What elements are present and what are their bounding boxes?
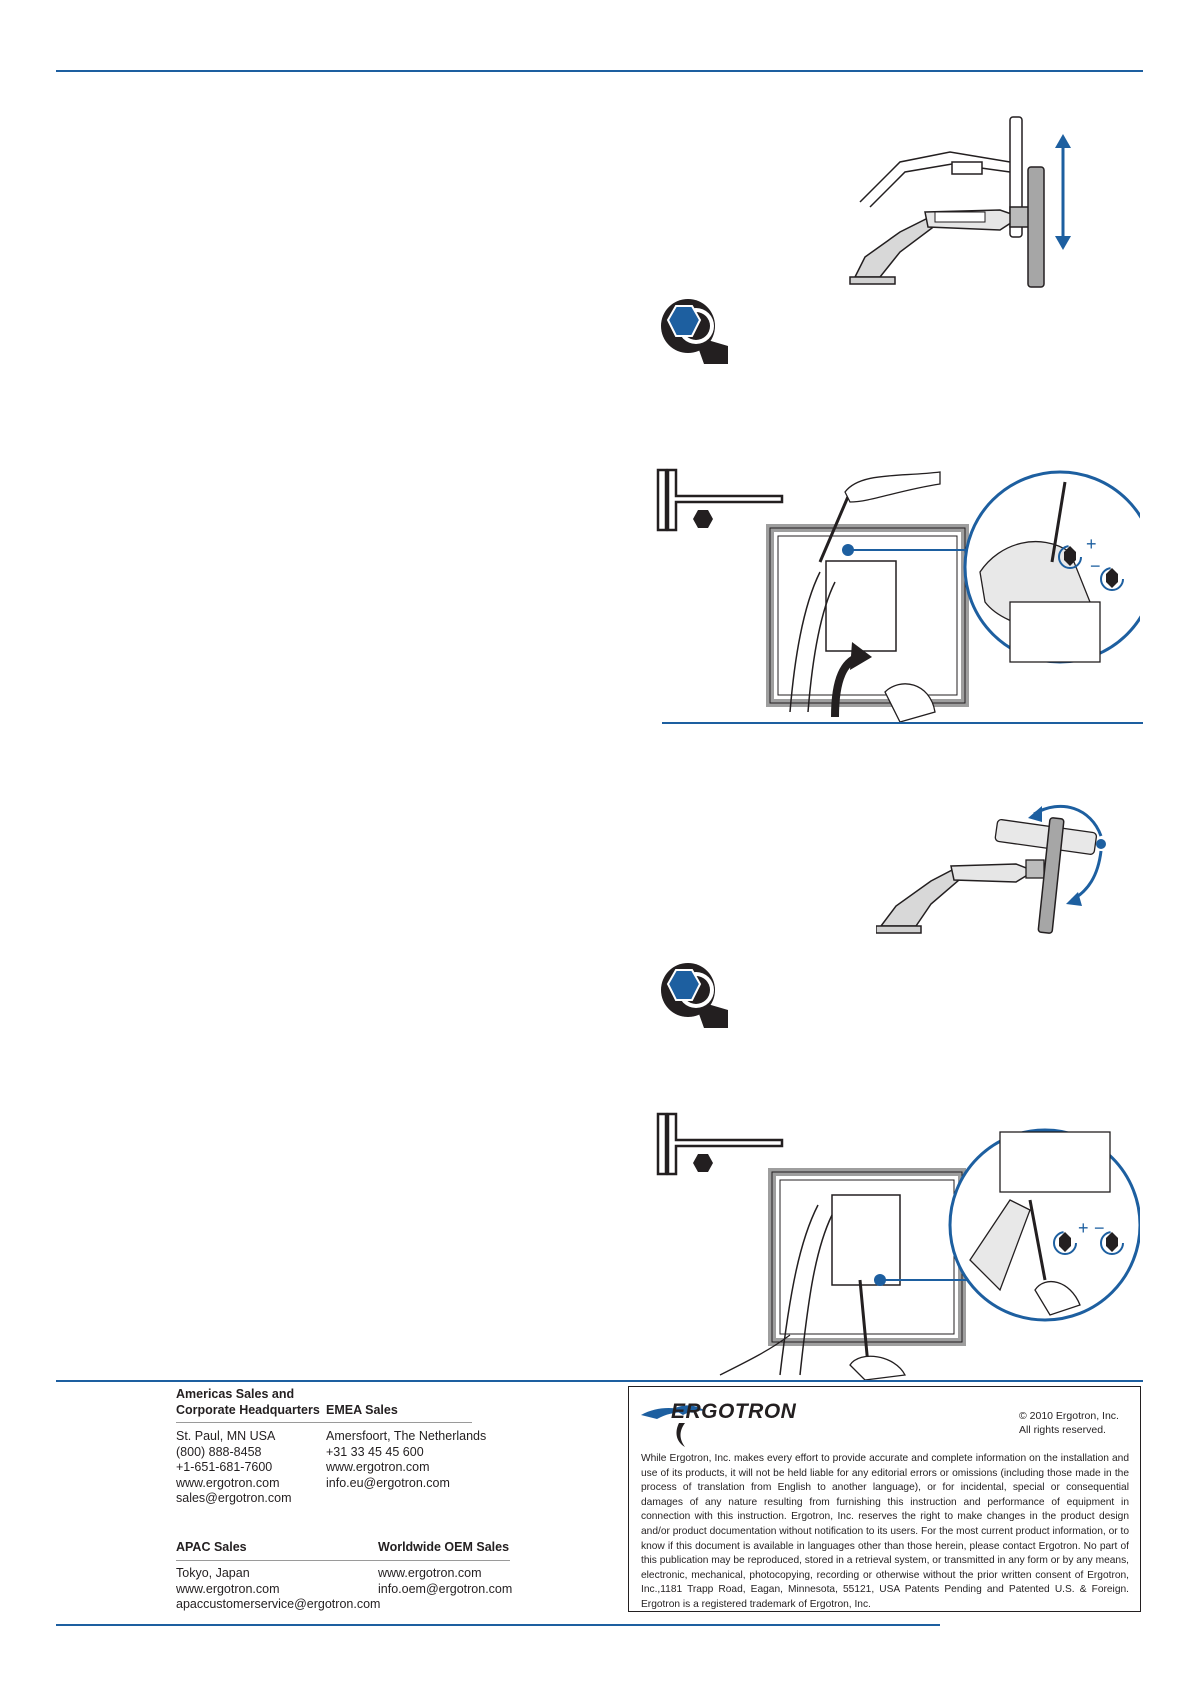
legal-notice-box: ERGOTRON © 2010 Ergotron, Inc. All right… xyxy=(628,1386,1141,1612)
americas-details: St. Paul, MN USA (800) 888-8458 +1-651-6… xyxy=(176,1429,292,1507)
emea-line: Amersfoort, The Netherlands xyxy=(326,1429,487,1443)
americas-sales-block: Americas Sales and Corporate Headquarter… xyxy=(176,1387,320,1418)
legal-disclaimer: While Ergotron, Inc. makes every effort … xyxy=(641,1453,1129,1610)
copyright-line: All rights reserved. xyxy=(1019,1424,1106,1436)
apac-sales-heading-block: APAC Sales xyxy=(176,1540,247,1556)
svg-text:+: + xyxy=(1078,1218,1089,1238)
emea-line: +31 33 45 45 600 xyxy=(326,1444,424,1459)
copyright-notice: © 2010 Ergotron, Inc. All rights reserve… xyxy=(1019,1409,1119,1437)
emea-line[interactable]: info.eu@ergotron.com xyxy=(326,1475,450,1490)
hex-key-icon xyxy=(656,1112,784,1176)
tilt-diagram xyxy=(876,804,1106,934)
emea-details: Amersfoort, The Netherlands +31 33 45 45… xyxy=(326,1429,486,1491)
tension-adjust-diagram: + − xyxy=(719,1128,1140,1380)
americas-heading-2: Corporate Headquarters xyxy=(176,1402,320,1417)
ergotron-wordmark: ERGOTRON xyxy=(671,1400,797,1423)
bottom-rule xyxy=(56,1624,940,1626)
apac-line[interactable]: www.ergotron.com xyxy=(176,1581,280,1596)
apac-heading: APAC Sales xyxy=(176,1540,247,1554)
wrench-icon xyxy=(661,963,728,1028)
americas-line[interactable]: www.ergotron.com xyxy=(176,1475,280,1490)
apac-details: Tokyo, Japan www.ergotron.com apaccustom… xyxy=(176,1566,380,1613)
monitor-lift-diagram xyxy=(849,116,1071,288)
apac-line[interactable]: apaccustomerservice@ergotron.com xyxy=(176,1597,381,1612)
svg-text:−: − xyxy=(1090,556,1101,576)
americas-heading-1: Americas Sales and xyxy=(176,1387,295,1401)
contact-divider xyxy=(176,1422,472,1423)
emea-sales-heading-block: EMEA Sales xyxy=(326,1403,398,1419)
oem-line[interactable]: info.oem@ergotron.com xyxy=(378,1581,513,1596)
ergotron-logo xyxy=(641,1405,705,1447)
tension-adjust-diagram: + − xyxy=(766,470,1140,722)
oem-details: www.ergotron.com info.oem@ergotron.com xyxy=(378,1566,512,1597)
emea-heading: EMEA Sales xyxy=(326,1403,398,1417)
apac-line: Tokyo, Japan xyxy=(176,1566,250,1580)
oem-sales-heading-block: Worldwide OEM Sales xyxy=(378,1540,509,1556)
hex-key-icon xyxy=(656,468,784,532)
wrench-icon xyxy=(661,299,728,364)
svg-text:+: + xyxy=(1086,534,1097,554)
footer-rule xyxy=(56,1380,1143,1382)
oem-line[interactable]: www.ergotron.com xyxy=(378,1566,482,1580)
section-rule xyxy=(662,722,1143,724)
americas-line[interactable]: sales@ergotron.com xyxy=(176,1491,292,1506)
emea-line[interactable]: www.ergotron.com xyxy=(326,1460,430,1475)
oem-heading: Worldwide OEM Sales xyxy=(378,1540,510,1554)
copyright-line: © 2010 Ergotron, Inc. xyxy=(1019,1410,1119,1422)
americas-line: St. Paul, MN USA xyxy=(176,1429,276,1443)
contact-divider xyxy=(176,1560,510,1561)
svg-text:−: − xyxy=(1094,1218,1105,1238)
americas-line: (800) 888-8458 xyxy=(176,1444,262,1459)
top-rule xyxy=(56,70,1143,72)
americas-line: +1-651-681-7600 xyxy=(176,1460,273,1475)
